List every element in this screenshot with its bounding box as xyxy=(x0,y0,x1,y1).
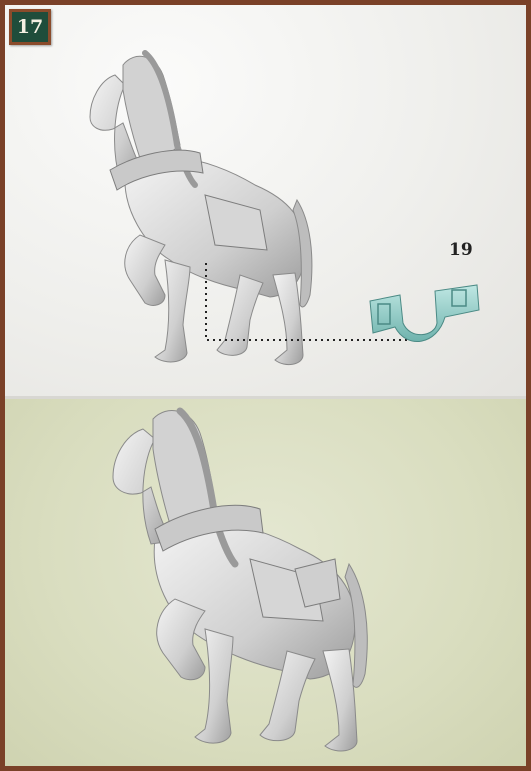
horse-assembled-illustration xyxy=(5,399,526,766)
part-number-label: 19 xyxy=(449,240,473,260)
step-number-badge: 17 xyxy=(9,9,51,45)
horse-model xyxy=(90,53,312,365)
horse-assembly-illustration xyxy=(5,5,526,396)
horse-model-assembled xyxy=(113,411,367,752)
assembly-step-panel xyxy=(5,5,526,396)
assembled-result-panel xyxy=(5,399,526,766)
part-19-harness-piece xyxy=(370,285,479,342)
